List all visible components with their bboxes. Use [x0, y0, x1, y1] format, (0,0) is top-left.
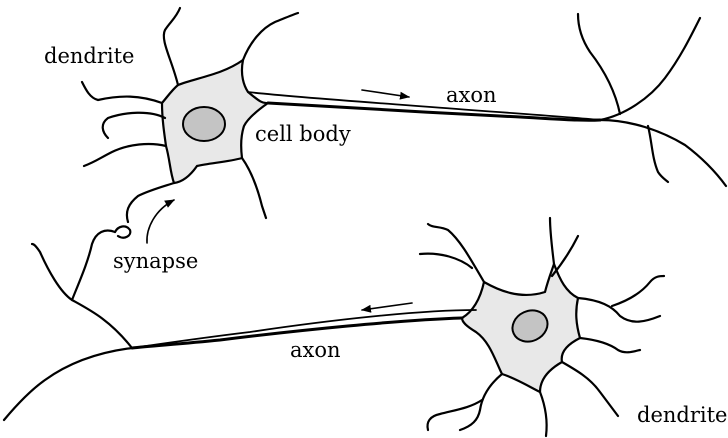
top-dendrite-branch [84, 144, 166, 166]
bottom-dendrite-branch [550, 218, 554, 264]
bottom-dendrite-branch [580, 338, 640, 352]
bottom-axon-terminal [4, 348, 132, 420]
top-dendrite-branch [82, 82, 162, 103]
label-dendrite-bottom: dendrite [637, 403, 727, 427]
label-axon-top: axon [446, 83, 497, 107]
top-axon-terminal [578, 14, 620, 114]
axon-direction-arrow-left [362, 303, 412, 310]
label-dendrite-top: dendrite [44, 44, 134, 68]
bottom-dendrite-branch [540, 392, 547, 436]
bottom-dendrite-branch [612, 276, 664, 306]
bottom-dendrite-branch [562, 362, 618, 416]
synapse-arrow [147, 200, 174, 243]
bottom-dendrite-branch [460, 374, 502, 430]
top-neuron [82, 8, 726, 222]
label-axon-bottom: axon [290, 338, 341, 362]
bottom-dendrite-branch [578, 298, 660, 322]
label-synapse: synapse [113, 249, 198, 273]
axon-direction-arrow-right [362, 90, 409, 97]
top-dendrite-branch [103, 113, 165, 138]
top-dendrite-branch [242, 158, 266, 218]
synapse-knob [115, 226, 130, 237]
bottom-axon-terminal [72, 231, 115, 301]
bottom-dendrite-branch [420, 254, 472, 268]
bottom-dendrite-branch [428, 400, 483, 430]
bottom-dendrite-branch [552, 236, 578, 276]
top-dendrite-branch [164, 8, 180, 85]
top-axon-terminal [600, 18, 700, 120]
top-axon-terminal [600, 120, 726, 186]
top-axon [268, 103, 600, 120]
top-nucleus [183, 107, 225, 141]
top-dendrite-to-synapse [127, 183, 174, 222]
label-cell-body: cell body [255, 122, 351, 146]
bottom-neuron [4, 218, 664, 436]
top-dendrite-branch [243, 13, 298, 60]
synapse-region [32, 200, 174, 348]
